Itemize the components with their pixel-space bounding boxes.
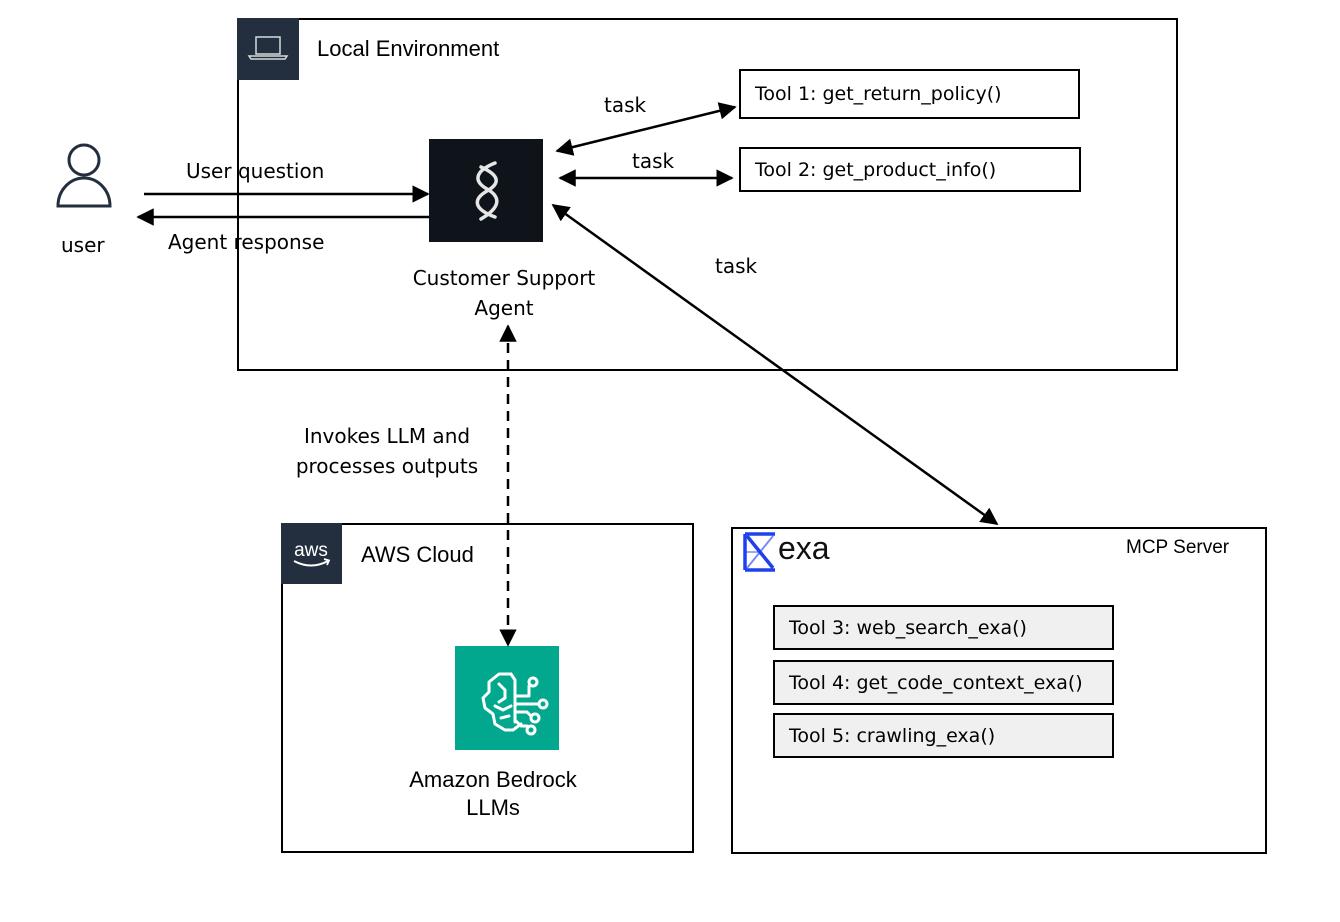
task-arrow-tool1 [555, 102, 737, 156]
aws-cloud-group [281, 523, 694, 853]
svg-text:aws: aws [294, 540, 328, 561]
agent-label-line2: Agent [474, 296, 534, 320]
tool-label: Tool 2: get_product_info() [755, 158, 997, 181]
invokes-llm-label-line1: Invokes LLM and [303, 424, 471, 448]
aws-cloud-badge: aws [281, 523, 342, 584]
tool-label: Tool 5: crawling_exa() [789, 724, 996, 747]
bedrock-label-line1: Amazon Bedrock [409, 767, 577, 792]
task-arrow-mcp [551, 203, 999, 526]
mcp-server-group [731, 527, 1267, 854]
user-label: user [61, 233, 105, 257]
bedrock-label-line2: LLMs [466, 795, 520, 820]
mcp-server-title: MCP Server [1126, 537, 1230, 558]
bedrock-brain-icon [481, 672, 549, 736]
tool-get-code-context-exa[interactable]: Tool 4: get_code_context_exa() [773, 660, 1114, 705]
aws-logo-icon: aws [293, 540, 331, 567]
tool-web-search-exa[interactable]: Tool 3: web_search_exa() [773, 605, 1114, 650]
user-icon [56, 143, 112, 208]
tool-label: Tool 1: get_return_policy() [755, 83, 1002, 105]
user-question-label: User question [186, 159, 325, 183]
exa-logo-text: exa [778, 530, 830, 566]
tool-get-return-policy[interactable]: Tool 1: get_return_policy() [739, 69, 1080, 119]
tool-crawling-exa[interactable]: Tool 5: crawling_exa() [773, 713, 1114, 758]
tool-get-product-info[interactable]: Tool 2: get_product_info() [739, 147, 1081, 192]
agent-response-label: Agent response [168, 230, 325, 254]
laptop-icon [247, 36, 289, 60]
tool-label: Tool 4: get_code_context_exa() [789, 671, 1083, 694]
amazon-bedrock-llms[interactable] [455, 646, 559, 750]
aws-cloud-title: AWS Cloud [361, 542, 474, 567]
local-environment-badge [237, 18, 299, 80]
invokes-llm-label-line2: processes outputs [295, 454, 479, 478]
agent-helix-icon [475, 161, 499, 221]
exa-logo-icon [743, 532, 775, 572]
local-environment-title: Local Environment [317, 36, 500, 61]
customer-support-agent[interactable] [429, 139, 543, 242]
tool-label: Tool 3: web_search_exa() [789, 616, 1027, 639]
